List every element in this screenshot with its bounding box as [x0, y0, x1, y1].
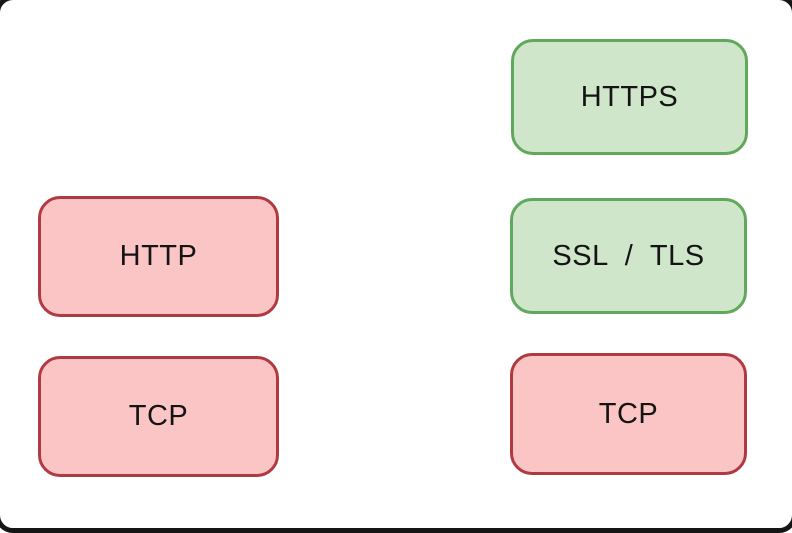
- box-https-label: HTTPS: [580, 80, 679, 113]
- box-ssl-tls: SSL / TLS: [510, 198, 747, 314]
- box-tcp-left-label: TCP: [128, 400, 189, 432]
- box-tcp-right-label: TCP: [598, 397, 659, 430]
- box-https: HTTPS: [511, 39, 748, 155]
- box-http: HTTP: [38, 196, 279, 317]
- box-tcp-right: TCP: [510, 353, 747, 475]
- box-tcp-left: TCP: [38, 356, 279, 477]
- box-ssl-tls-label: SSL / TLS: [552, 239, 705, 272]
- box-http-label: HTTP: [119, 240, 198, 272]
